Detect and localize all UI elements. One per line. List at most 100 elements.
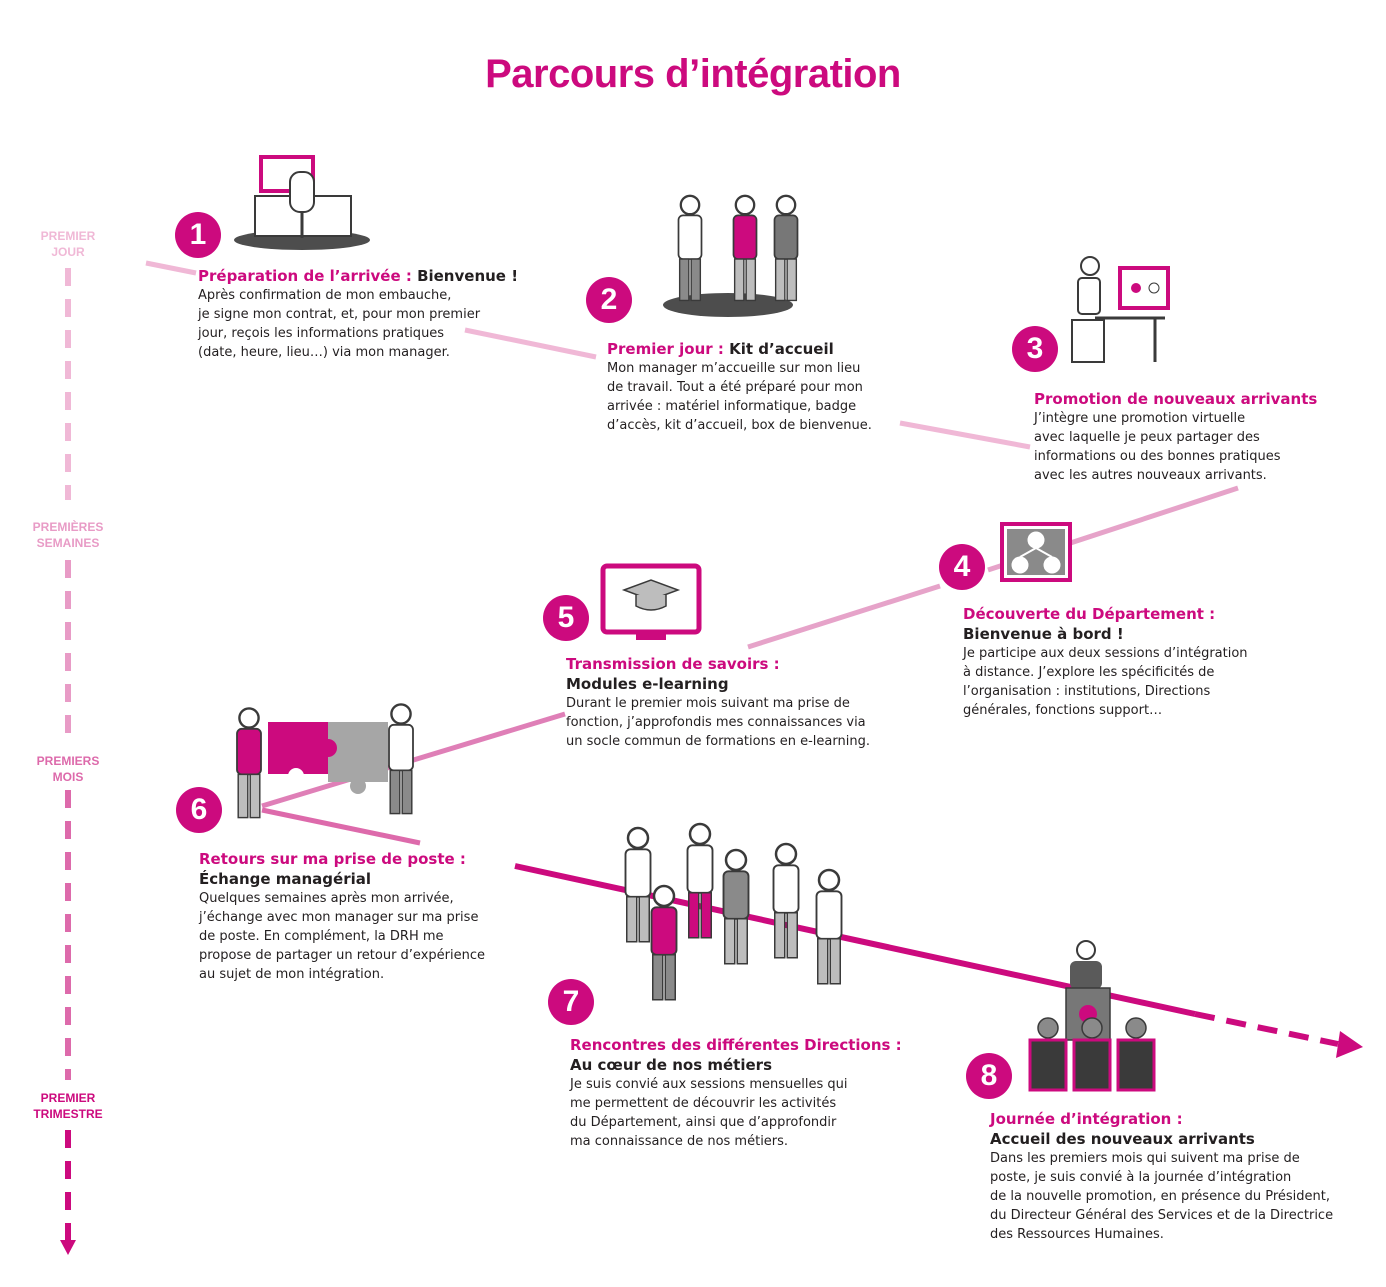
step-description-line: (date, heure, lieu…) via mon manager. (198, 345, 450, 360)
step-description-line: fonction, j’approfondis mes connaissance… (566, 715, 866, 730)
screen-stand (636, 634, 666, 640)
person-body (677, 214, 703, 260)
step-description-line: Je participe aux deux sessions d’intégra… (963, 646, 1248, 661)
step-number-badge: 6 (176, 787, 222, 833)
step-description-line: Durant le premier mois suivant ma prise … (566, 696, 850, 711)
step-title-label: Journée d’intégration : (990, 1110, 1183, 1128)
person-head (734, 194, 756, 216)
step-description-line: je signe mon contrat, et, pour mon premi… (198, 307, 481, 322)
step-title: Retours sur ma prise de poste : (199, 849, 485, 869)
step-number-badge: 2 (586, 277, 632, 323)
person-body (236, 727, 262, 776)
person-head (626, 826, 650, 850)
person-leg (724, 918, 736, 965)
step-description-line: d’accès, kit d’accueil, box de bienvenue… (607, 418, 872, 433)
audience-head (1081, 1017, 1103, 1039)
person-figure (677, 194, 703, 302)
person-leg (389, 769, 401, 815)
timeline-label-line: MOIS (52, 770, 84, 784)
step-title-label: Découverte du Département : (963, 605, 1216, 623)
step-description-line: du Département, ainsi que d’approfondir (570, 1115, 837, 1130)
timeline-label-line: PREMIER (40, 1091, 96, 1105)
speaker-head (1076, 940, 1096, 960)
step-description-line: Quelques semaines après mon arrivée, (199, 891, 454, 906)
journey-path-segment (899, 420, 1031, 450)
person-leg (786, 912, 798, 959)
person-leg (626, 896, 638, 943)
step-title-label: Préparation de l’arrivée : (198, 267, 418, 285)
step-description-line: avec les autres nouveaux arrivants. (1034, 468, 1267, 483)
timeline-label: PREMIERS MOIS (13, 753, 123, 785)
step-description-line: Dans les premiers mois qui suivent ma pr… (990, 1151, 1300, 1166)
step-title: Découverte du Département : (963, 604, 1248, 624)
journey-path-segment (261, 807, 421, 846)
timeline-label-line: JOUR (51, 245, 85, 259)
step-description-line: de poste. En complément, la DRH me (199, 929, 444, 944)
person-head (1080, 256, 1100, 276)
person-body (772, 864, 800, 914)
audience-seat (1072, 1038, 1112, 1092)
person-leg (688, 892, 700, 939)
step-title-label: Premier jour : (607, 340, 730, 358)
chair (1071, 319, 1105, 363)
step-text-block: Préparation de l’arrivée : Bienvenue !Ap… (198, 266, 518, 362)
puzzle-piece (328, 722, 388, 782)
timeline-label-line: PREMIÈRES (32, 520, 104, 534)
step-description-line: un socle commun de formations en e-learn… (566, 734, 870, 749)
step-title: Transmission de savoirs : (566, 654, 870, 674)
step-description-line: J’intègre une promotion virtuelle (1034, 411, 1246, 426)
group-people-icon (624, 822, 843, 1001)
step-text-block: Transmission de savoirs :Modules e-learn… (566, 654, 870, 751)
person-leg (786, 258, 798, 302)
network-node (1027, 531, 1045, 549)
person-figure (686, 822, 714, 939)
person-head (775, 194, 797, 216)
person-figure (815, 868, 843, 985)
step-description-line: au sujet de mon intégration. (199, 967, 385, 982)
person-head (724, 848, 748, 872)
step-description-line: des Ressources Humaines. (990, 1227, 1164, 1242)
person-body (388, 723, 414, 772)
step-number-badge: 4 (939, 544, 985, 590)
step-subtitle: Accueil des nouveaux arrivants (990, 1130, 1255, 1148)
graduation-cap-screen-icon (600, 563, 702, 640)
step-text-block: Rencontres des différentes Directions :A… (570, 1035, 902, 1151)
puzzle-notch (288, 768, 304, 784)
step-text-block: Retours sur ma prise de poste :Échange m… (199, 849, 485, 984)
journey-path-segment (145, 260, 197, 276)
step-title: Rencontres des différentes Directions : (570, 1035, 902, 1055)
person-body (722, 870, 750, 920)
network-people-icon (1000, 522, 1072, 582)
step-number-badge: 8 (966, 1053, 1012, 1099)
call-face (1131, 283, 1141, 293)
person-leg (678, 258, 690, 302)
step-subtitle: Au cœur de nos métiers (570, 1056, 772, 1074)
person-leg (774, 258, 786, 302)
step-number-badge: 1 (175, 212, 221, 258)
step-description-line: poste, je suis convié à la journée d’int… (990, 1170, 1292, 1185)
journey-arrow-head (1336, 1031, 1363, 1058)
step-subtitle: Échange managérial (199, 870, 372, 888)
step-title: Premier jour : Kit d’accueil (607, 339, 872, 359)
person-figure (732, 194, 758, 302)
step-text-block: Journée d’intégration : Accueil des nouve… (990, 1109, 1333, 1244)
person-body (732, 214, 758, 260)
person-head (652, 884, 676, 908)
step-title-tail: Bienvenue ! (417, 267, 519, 285)
person-figure (772, 842, 800, 959)
handshake-people-icon (663, 194, 799, 317)
person-body (773, 214, 799, 260)
step-description-line: ma connaissance de nos métiers. (570, 1134, 789, 1149)
person-leg (733, 258, 745, 302)
audience-seat (1028, 1038, 1068, 1092)
office-desk-icon (234, 155, 370, 250)
step-description-line: j’échange avec mon manager sur ma prise (199, 910, 479, 925)
timeline-label-line: PREMIERS (36, 754, 100, 768)
step-number-badge: 5 (543, 595, 589, 641)
video-call-desk-icon (1071, 256, 1170, 363)
audience-head (1037, 1017, 1059, 1039)
